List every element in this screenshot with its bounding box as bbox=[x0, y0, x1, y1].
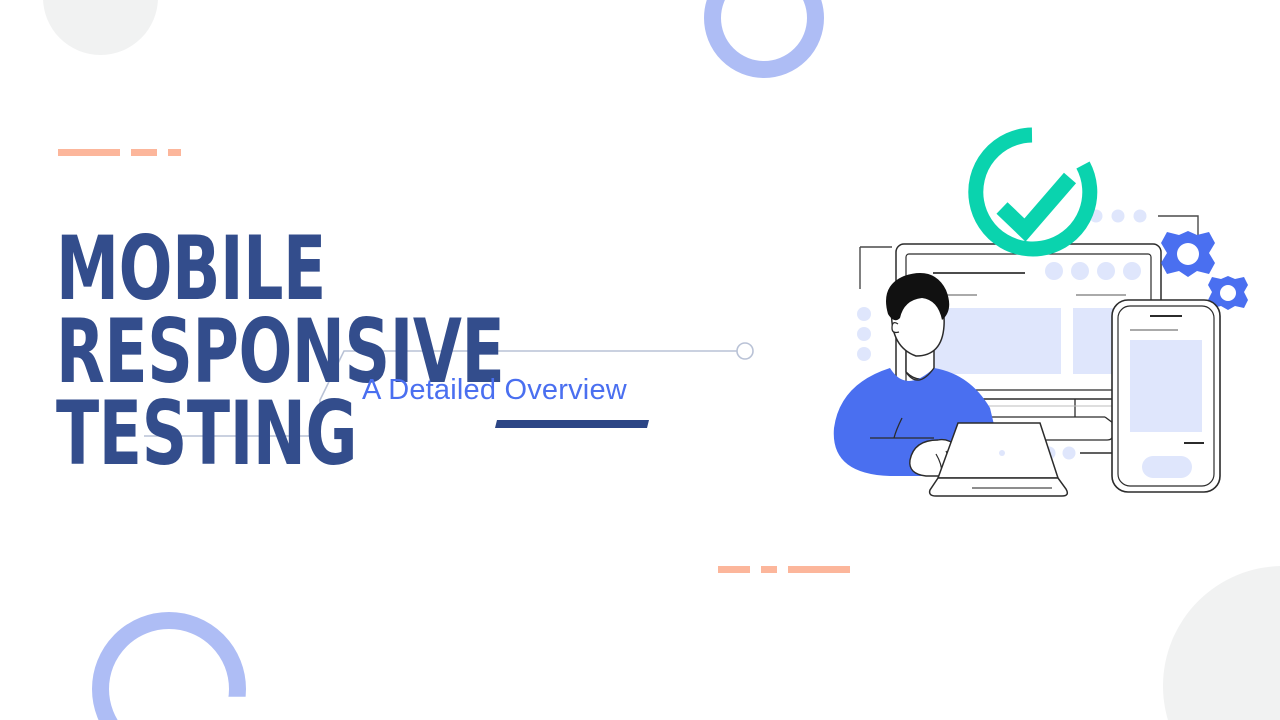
page-title: MOBILE RESPONSIVE TESTING bbox=[56, 217, 505, 486]
left-dots-decoration bbox=[857, 307, 871, 361]
top-periwinkle-ring bbox=[704, 0, 824, 78]
bracket-shape-icon bbox=[144, 342, 754, 437]
laptop bbox=[928, 422, 1069, 497]
dash-short bbox=[168, 149, 181, 156]
dash-long bbox=[58, 149, 120, 156]
bottom-dash-decoration bbox=[718, 566, 850, 573]
smartphone bbox=[1111, 299, 1221, 493]
left-bracket-lines bbox=[859, 246, 892, 289]
subtitle-underline bbox=[495, 420, 649, 428]
check-circle-icon bbox=[968, 127, 1098, 257]
gear-small-icon bbox=[1208, 276, 1248, 310]
dash-long bbox=[788, 566, 850, 573]
top-right-dots-decoration bbox=[1111, 209, 1147, 223]
bottom-right-gray-circle bbox=[1163, 566, 1280, 720]
responsive-testing-illustration bbox=[830, 118, 1260, 508]
subtitle-bracket bbox=[144, 338, 754, 446]
right-bracket-lines bbox=[1158, 215, 1199, 242]
connector-endpoint-circle-icon bbox=[736, 342, 754, 360]
bottom-left-periwinkle-ring bbox=[92, 612, 246, 720]
title-block: MOBILE RESPONSIVE TESTING bbox=[56, 217, 696, 486]
gear-large-icon bbox=[1161, 231, 1215, 277]
top-dash-decoration bbox=[58, 149, 181, 156]
page-subtitle: A Detailed Overview bbox=[362, 374, 627, 406]
desktop-monitor bbox=[895, 243, 1162, 441]
illustration-svg bbox=[833, 127, 1248, 497]
dash-short bbox=[761, 566, 777, 573]
top-left-gray-circle bbox=[43, 0, 158, 55]
dash-medium bbox=[131, 149, 157, 156]
dash-medium bbox=[718, 566, 750, 573]
